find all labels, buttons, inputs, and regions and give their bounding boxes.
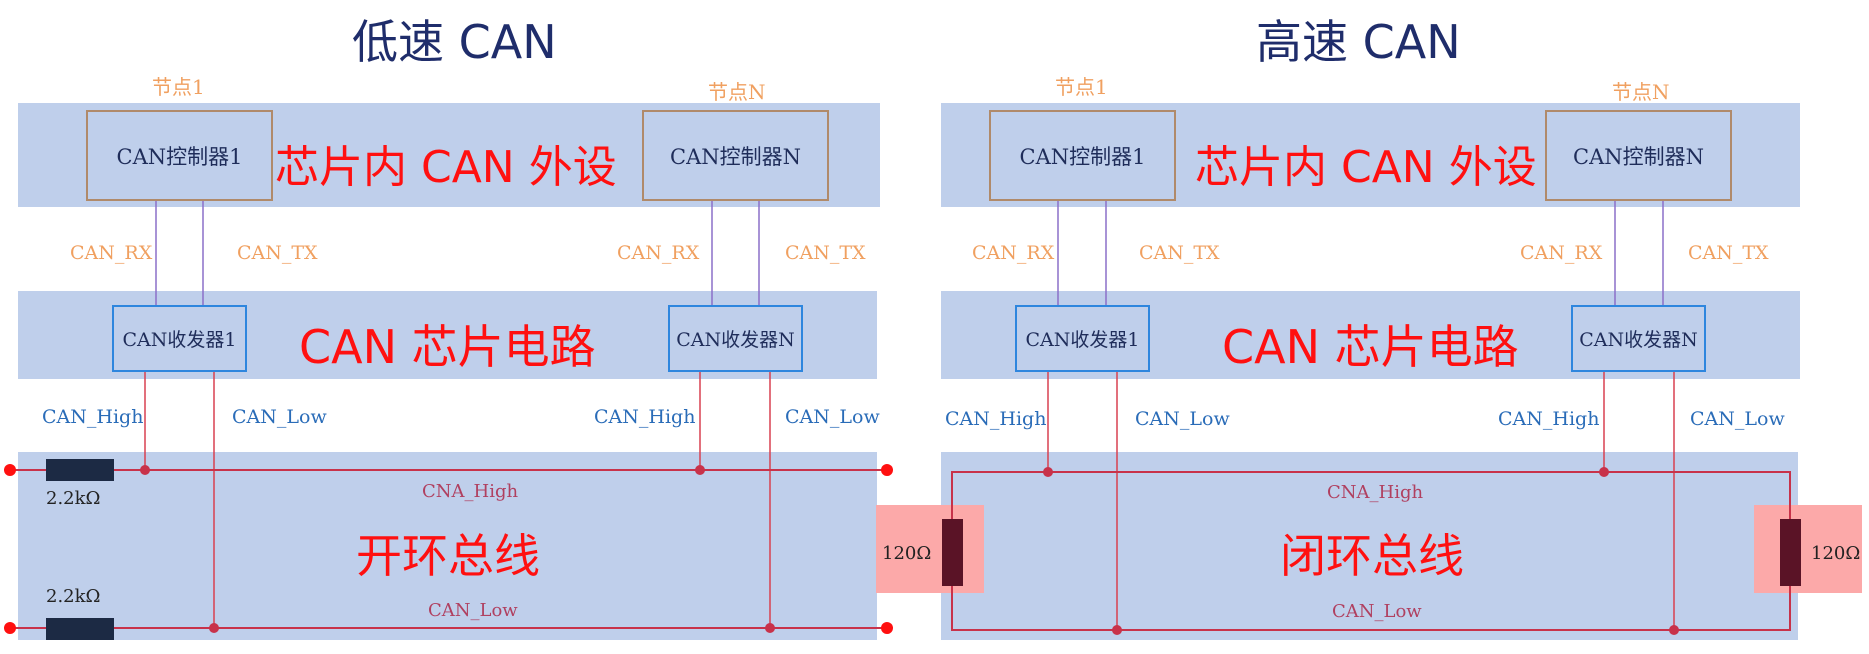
- closed-loop-bus-label: 闭环总线: [1280, 529, 1464, 583]
- terminator-right-label: 120Ω: [1811, 543, 1861, 564]
- can-low-label: CAN_Low: [232, 406, 327, 428]
- high-speed-title: 高速 CAN: [1256, 15, 1461, 69]
- chip-circuit-label: CAN 芯片电路: [1222, 320, 1519, 374]
- high-low-wires: [144, 372, 1675, 630]
- peripheral-label: 芯片内 CAN 外设: [275, 142, 617, 193]
- can-controller-n: CAN控制器N: [1545, 110, 1732, 201]
- can-tx-label: CAN_TX: [1139, 242, 1220, 264]
- node-1-label: 节点1: [152, 75, 205, 99]
- resistor-high-label: 2.2kΩ: [46, 488, 101, 509]
- can-rx-label: CAN_RX: [972, 242, 1055, 264]
- bus-low-label: CAN_Low: [1332, 601, 1422, 622]
- can-rx-label: CAN_RX: [1520, 242, 1603, 264]
- node-n-label: 节点N: [708, 80, 766, 104]
- resistor-low-icon: [46, 618, 114, 640]
- bus-band: [18, 452, 877, 640]
- bus-high-label: CNA_High: [1327, 482, 1424, 503]
- can-low-label: CAN_Low: [1690, 408, 1785, 430]
- can-rx-label: CAN_RX: [617, 242, 700, 264]
- bus-end-dots: [4, 464, 893, 634]
- open-loop-bus-label: 开环总线: [356, 529, 540, 583]
- terminator-left-box: [876, 505, 984, 593]
- can-tx-label: CAN_TX: [237, 242, 318, 264]
- peripheral-band: [18, 103, 880, 207]
- terminator-left-resistor-icon: [942, 519, 963, 586]
- resistor-low-label: 2.2kΩ: [46, 586, 101, 607]
- peripheral-label: 芯片内 CAN 外设: [1195, 142, 1537, 193]
- can-low-label: CAN_Low: [1135, 408, 1230, 430]
- can-high-label: CAN_High: [594, 406, 696, 428]
- can-transceiver-1: CAN收发器1: [1015, 305, 1150, 372]
- can-rx-label: CAN_RX: [70, 242, 153, 264]
- resistor-high-icon: [46, 459, 114, 481]
- can-controller-1: CAN控制器1: [989, 110, 1176, 201]
- node-n-label: 节点N: [1612, 80, 1670, 104]
- low-speed-title: 低速 CAN: [352, 15, 557, 69]
- can-low-label: CAN_Low: [785, 406, 880, 428]
- can-transceiver-n: CAN收发器N: [1571, 305, 1706, 372]
- rx-tx-wires: [155, 201, 1664, 305]
- can-controller-n: CAN控制器N: [642, 110, 829, 201]
- can-high-label: CAN_High: [1498, 408, 1600, 430]
- bus-band: [941, 452, 1798, 640]
- closed-loop-bus-lines: [951, 471, 1791, 631]
- can-high-label: CAN_High: [945, 408, 1047, 430]
- can-tx-label: CAN_TX: [785, 242, 866, 264]
- open-loop-bus-lines: [10, 469, 887, 629]
- terminator-right-resistor-icon: [1780, 519, 1801, 586]
- node-1-label: 节点1: [1055, 75, 1108, 99]
- terminator-left-label: 120Ω: [882, 543, 932, 564]
- can-high-label: CAN_High: [42, 406, 144, 428]
- can-transceiver-n: CAN收发器N: [668, 305, 803, 372]
- bus-low-label: CAN_Low: [428, 600, 518, 621]
- can-transceiver-1: CAN收发器1: [112, 305, 247, 372]
- bus-high-label: CNA_High: [422, 481, 519, 502]
- terminator-right-box: [1754, 505, 1862, 593]
- can-tx-label: CAN_TX: [1688, 242, 1769, 264]
- peripheral-band: [941, 103, 1800, 207]
- chip-circuit-label: CAN 芯片电路: [299, 320, 596, 374]
- can-controller-1: CAN控制器1: [86, 110, 273, 201]
